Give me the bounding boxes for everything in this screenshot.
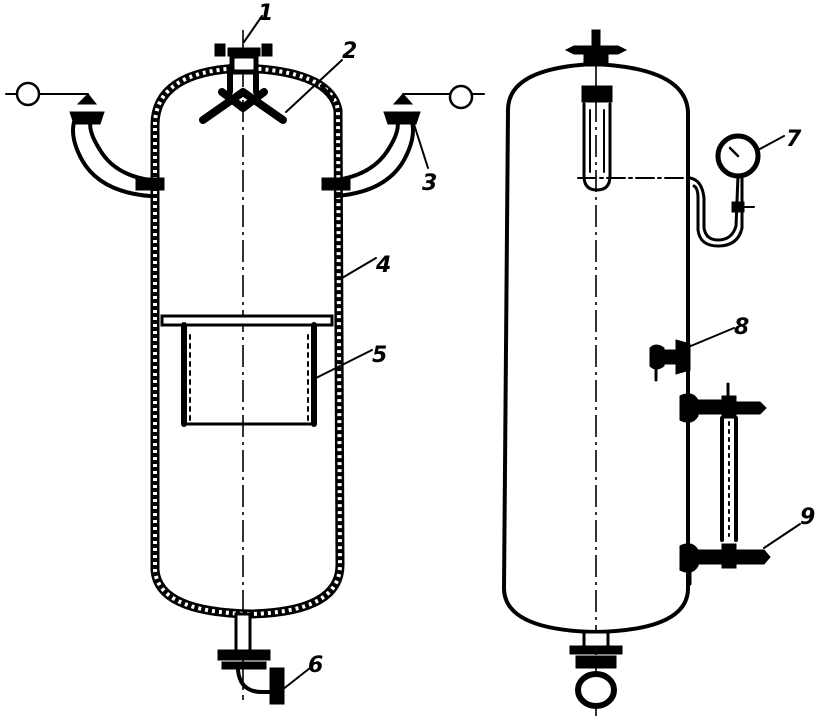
callout-6: 6 xyxy=(308,653,323,678)
internal-sight-tube xyxy=(581,85,613,192)
bottom-drain-exterior xyxy=(569,630,623,709)
leader-5 xyxy=(315,349,373,379)
vessel-shell-wall xyxy=(150,63,345,619)
pressure-gauge xyxy=(577,133,761,248)
leader-7 xyxy=(757,135,785,151)
leader-6 xyxy=(281,667,311,691)
bottom-drain-valve xyxy=(217,612,285,705)
leader-4 xyxy=(341,257,377,279)
callout-1: 1 xyxy=(258,1,273,26)
leader-1 xyxy=(243,15,263,43)
leader-9 xyxy=(763,523,801,549)
side-sampling-valve xyxy=(649,339,691,382)
callout-labels: 1 2 3 4 5 6 7 8 9 xyxy=(258,1,815,678)
callout-5: 5 xyxy=(372,343,387,368)
vessel-outline xyxy=(502,62,690,634)
callout-2: 2 xyxy=(342,39,357,64)
inner-cylinder xyxy=(160,314,334,427)
leader-3 xyxy=(411,117,429,169)
drain-ring xyxy=(575,671,617,709)
leader-8 xyxy=(685,327,735,349)
leader-2 xyxy=(285,59,343,113)
level-gauge-glass xyxy=(679,382,771,586)
right-side-inlet-nozzle xyxy=(321,84,485,198)
left-side-inlet-nozzle xyxy=(5,81,165,198)
callout-3: 3 xyxy=(422,171,437,196)
left-float-ball xyxy=(15,81,41,107)
right-float-ball xyxy=(448,84,474,110)
vessel-exterior-view xyxy=(502,29,801,716)
callout-8: 8 xyxy=(734,315,749,340)
top-inlet-valve xyxy=(214,43,273,75)
callout-9: 9 xyxy=(800,505,815,530)
top-valve-exterior xyxy=(564,29,628,67)
vessel-section-view xyxy=(5,15,485,705)
callout-4: 4 xyxy=(375,253,391,278)
inlet-distributor xyxy=(199,69,334,124)
callout-7: 7 xyxy=(786,127,802,152)
